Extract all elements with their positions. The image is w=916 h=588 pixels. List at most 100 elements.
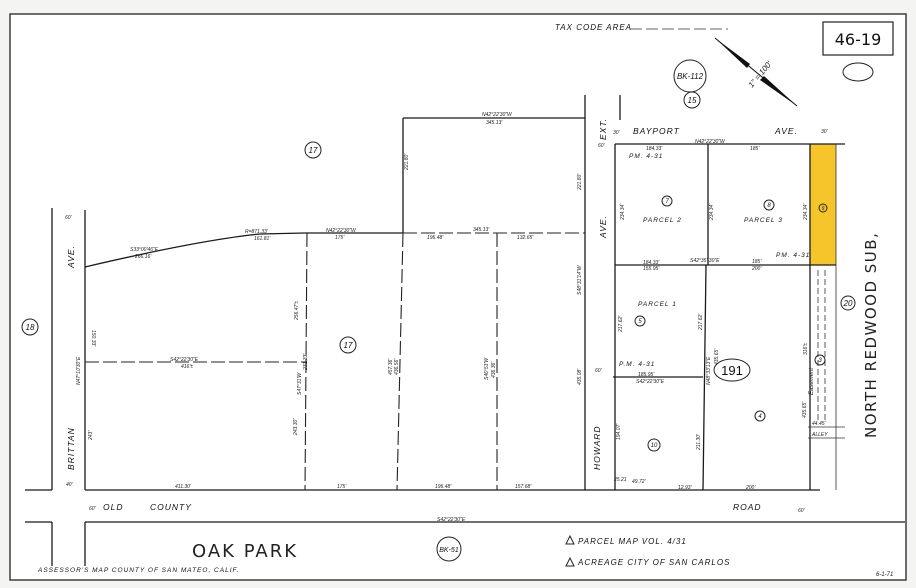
dimension: 44.45' bbox=[812, 421, 827, 427]
dimension: 25.21 bbox=[613, 477, 627, 483]
dimension: 175' bbox=[335, 235, 345, 241]
dimension: 345.13' bbox=[473, 227, 490, 233]
parcel-20: 20 bbox=[843, 299, 853, 308]
dimension: 221.80' bbox=[577, 173, 583, 191]
dimension: 345.13' bbox=[486, 120, 503, 126]
dimension: 185.95' bbox=[638, 372, 655, 378]
dimension: 196.48' bbox=[435, 484, 452, 490]
dimension: 30' bbox=[613, 130, 621, 136]
street-old: OLD bbox=[103, 502, 123, 512]
parcel-circle bbox=[763, 199, 775, 211]
dimension: 40' bbox=[66, 482, 74, 488]
parcel-1-label: PARCEL 1 bbox=[638, 301, 677, 308]
blank-oval bbox=[842, 62, 874, 82]
dimension: 157.68' bbox=[515, 484, 532, 490]
parcel-circle bbox=[814, 354, 826, 366]
street-road: ROAD bbox=[733, 502, 762, 512]
dimension: 316'± bbox=[803, 343, 809, 355]
parcel-circle bbox=[647, 438, 661, 452]
dimension: 243.30' bbox=[293, 418, 299, 436]
pm-ref: P.M. 4-31 bbox=[619, 361, 655, 368]
parcel-circle bbox=[304, 141, 322, 159]
parcel-8: 8 bbox=[767, 203, 771, 209]
dimension: 234.34' bbox=[803, 203, 809, 221]
parcel-circle bbox=[754, 410, 766, 422]
dimension: S42°22'30"E bbox=[636, 379, 665, 385]
dimension: S46°53'W bbox=[484, 357, 490, 380]
book-ref-bottom: BK-51 bbox=[439, 547, 459, 554]
easement-label: Easement bbox=[809, 368, 815, 395]
street-howard-ave: AVE. bbox=[598, 215, 608, 239]
block-191: 191 bbox=[721, 363, 743, 378]
tax-code-area-label: TAX CODE AREA bbox=[555, 23, 632, 32]
parcel-circle bbox=[634, 315, 646, 327]
street-county: COUNTY bbox=[150, 502, 192, 512]
triangle-icon bbox=[565, 534, 575, 545]
dimension: 234.34' bbox=[620, 203, 626, 221]
parcel-5: 5 bbox=[638, 319, 642, 325]
street-bayport-ave: AVE. bbox=[774, 126, 798, 136]
dimension: 435.08' bbox=[577, 368, 583, 385]
dimension: 12.93' bbox=[678, 485, 693, 491]
map-date: 6-1-71 bbox=[876, 572, 893, 578]
dimension: N42°22'30"W bbox=[695, 139, 726, 145]
dimension: 184.33' bbox=[646, 146, 663, 152]
dimension: 132.65' bbox=[517, 235, 534, 241]
parcel-2-label: PARCEL 2 bbox=[643, 217, 682, 224]
dimension: N42°22'30"W bbox=[482, 112, 513, 118]
dimension: 185' bbox=[752, 259, 762, 265]
dimension: 211.30' bbox=[696, 433, 702, 451]
dimension: 435.65' bbox=[714, 348, 720, 365]
legend-parcel-map: PARCEL MAP VOL. 4/31 bbox=[578, 537, 687, 546]
dimension: S48°31'14"W bbox=[577, 264, 583, 295]
dimension: 161.81' bbox=[254, 236, 271, 242]
dimension: 185' bbox=[750, 146, 760, 152]
pm-ref: PM. 4-31 bbox=[629, 153, 663, 160]
dimension: 175' bbox=[337, 484, 347, 490]
parcel-17-top: 17 bbox=[309, 146, 318, 155]
dimension: 243' bbox=[88, 430, 94, 441]
dimension: 60' bbox=[65, 215, 73, 221]
dimension: S47°31'W bbox=[297, 372, 303, 395]
dimension: 200' bbox=[745, 485, 756, 491]
assessor-note: ASSESSOR'S MAP COUNTY OF SAN MATEO, CALI… bbox=[37, 567, 239, 574]
parcel-3: 3 bbox=[818, 358, 822, 364]
dimension: 200' bbox=[751, 266, 762, 272]
parcel-circle bbox=[661, 195, 673, 207]
dimension: 234.34' bbox=[709, 203, 715, 221]
legend-acreage: ACREAGE CITY OF SAN CARLOS bbox=[577, 558, 730, 567]
road-lines bbox=[25, 521, 905, 566]
oak-park-label: OAK PARK bbox=[192, 541, 298, 562]
dimension: 60' bbox=[595, 368, 603, 374]
dimension: 196.48' bbox=[427, 235, 444, 241]
dimension: 60' bbox=[598, 143, 606, 149]
dimension: S42°22'30"E bbox=[170, 357, 199, 363]
street-ext: EXT. bbox=[598, 118, 608, 140]
parcel-17-mid: 17 bbox=[344, 341, 353, 350]
dimension: 150.33' bbox=[90, 330, 96, 347]
parcel-10: 10 bbox=[651, 443, 658, 449]
dimension-labels: N42°22'30"W 345.13' S33°00'46"E 266.16' … bbox=[65, 112, 829, 523]
dimension: 435.65' bbox=[802, 401, 808, 418]
parcel-circle bbox=[818, 203, 828, 213]
dimension: 194.07' bbox=[616, 423, 622, 440]
map-number-box bbox=[822, 21, 894, 56]
dimension: 217.62' bbox=[698, 313, 704, 331]
dimension: N48°33'13"E bbox=[706, 356, 712, 385]
dimension: 221.80' bbox=[404, 153, 410, 171]
dimension: 416'± bbox=[181, 364, 193, 370]
dimension: 436.56' bbox=[394, 358, 400, 375]
dimension: R=871.33' bbox=[245, 229, 269, 235]
dimension: N42°22'30"W bbox=[326, 228, 357, 234]
parcel-7: 7 bbox=[665, 199, 669, 205]
parcel-circle bbox=[339, 336, 357, 354]
book-ref-bottom-circle bbox=[436, 536, 462, 562]
dimension: 49.72' bbox=[632, 479, 647, 485]
dimension: 184.33' bbox=[643, 260, 660, 266]
right-block-lines bbox=[612, 143, 845, 491]
street-brittan: BRITTAN bbox=[66, 427, 76, 470]
parcel-3-label: PARCEL 3 bbox=[744, 217, 783, 224]
dimension: 266.16' bbox=[134, 254, 152, 260]
dimension: 60' bbox=[89, 506, 97, 512]
book-ref-top-parcel: 15 bbox=[688, 96, 697, 105]
